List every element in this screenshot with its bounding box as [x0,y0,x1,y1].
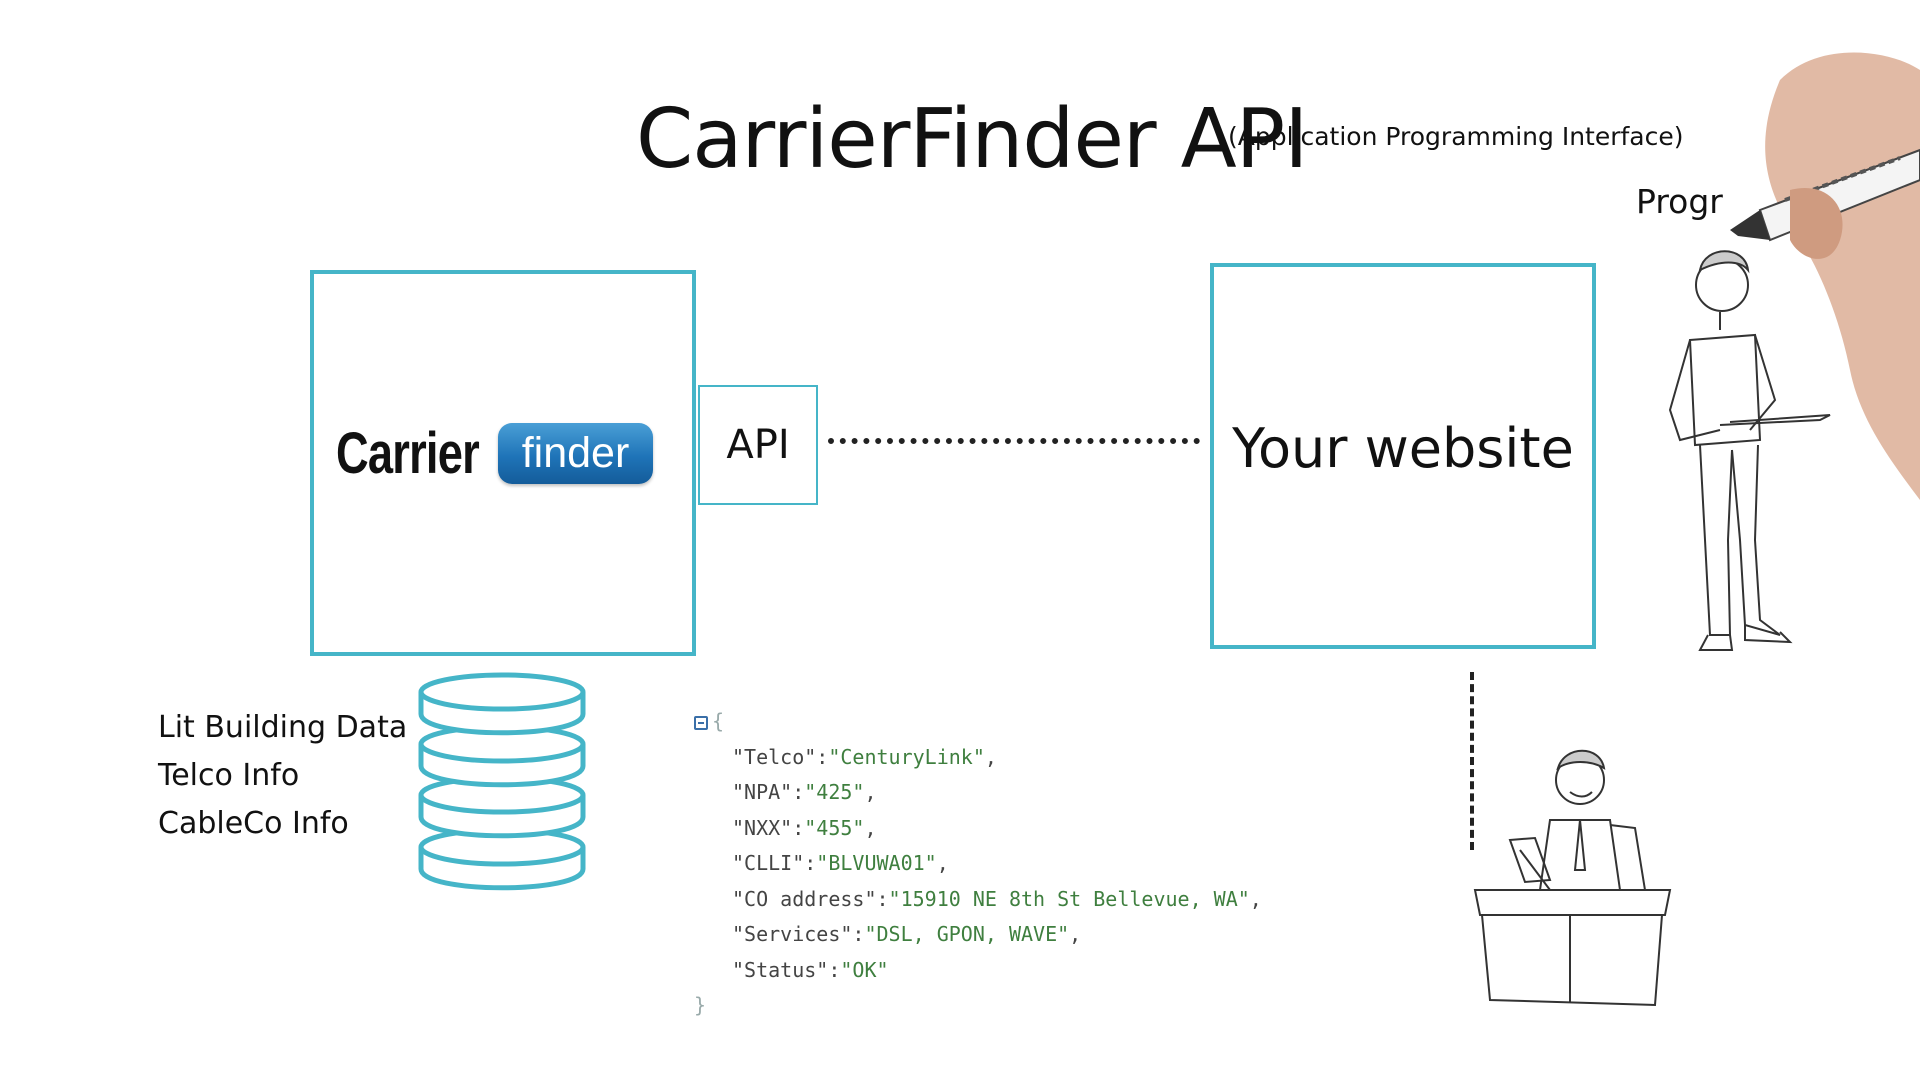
json-colon: : [792,815,805,840]
json-key: "Services" [732,922,853,946]
json-open-line: { [694,704,1262,740]
carrierfinder-box [310,270,696,656]
json-key: "Telco" [732,744,817,769]
json-colon: : [828,957,841,982]
json-comma: , [1249,886,1262,911]
carrier-logo-text: Carrier [336,421,480,486]
json-line: "Services":"DSL, GPON, WAVE", [694,917,1262,953]
json-line: "CLLI":"BLVUWA01", [694,846,1262,882]
office-worker-figure [1473,749,1672,1007]
json-open-brace: { [712,709,725,733]
json-colon: : [792,780,805,804]
programmer-label: Progr [1636,182,1723,221]
json-line: "NPA":"425", [694,775,1262,811]
json-colon: : [852,922,865,946]
json-value: "DSL, GPON, WAVE" [864,922,1070,946]
collapse-icon[interactable] [694,715,708,730]
dashed-connector [1470,672,1474,850]
json-sample: { "Telco":"CenturyLink","NPA":"425","NXX… [694,704,1262,1024]
json-close-brace: } [694,993,707,1017]
json-key: "CLLI" [732,851,805,875]
drawing-hand [1730,52,1920,500]
json-line: "Telco":"CenturyLink", [694,740,1262,776]
json-value: "425" [804,780,865,804]
json-value: "OK" [840,957,889,982]
json-colon: : [876,886,889,911]
finder-logo-badge: finder [498,423,653,484]
json-comma: , [1069,922,1082,946]
json-colon: : [804,851,817,875]
api-box: API [698,385,818,505]
json-key: "Status" [732,957,829,982]
page-subtitle: (Application Programming Interface) [1228,122,1684,151]
json-key: "NPA" [732,780,793,804]
json-key: "NXX" [732,815,793,840]
json-comma: , [936,851,949,875]
json-value: "15910 NE 8th St Bellevue, WA" [888,886,1250,911]
json-line: "CO address":"15910 NE 8th St Bellevue, … [694,882,1262,918]
data-list-item: Telco Info [158,758,300,793]
data-list-item: CableCo Info [158,806,349,841]
json-value: "BLVUWA01" [816,851,937,875]
data-list-item: Lit Building Data [158,710,408,745]
json-comma: , [864,780,877,804]
json-value: "455" [804,815,865,840]
json-value: "CenturyLink" [828,744,985,769]
json-comma: , [864,815,877,840]
json-comma: , [984,744,997,769]
data-list: Lit Building Data Telco Info CableCo Inf… [158,704,407,848]
json-line: "NXX":"455", [694,811,1262,847]
json-close-line: } [694,988,1262,1024]
programmer-figure [1668,250,1831,651]
dotted-connector [828,438,1200,444]
your-website-box: Your website [1210,263,1596,649]
your-website-label: Your website [1232,417,1574,480]
json-key: "CO address" [732,886,877,911]
json-colon: : [816,744,829,769]
database-icon [418,672,586,891]
json-line: "Status":"OK" [694,953,1262,989]
page-title: CarrierFinder API [636,92,1308,187]
